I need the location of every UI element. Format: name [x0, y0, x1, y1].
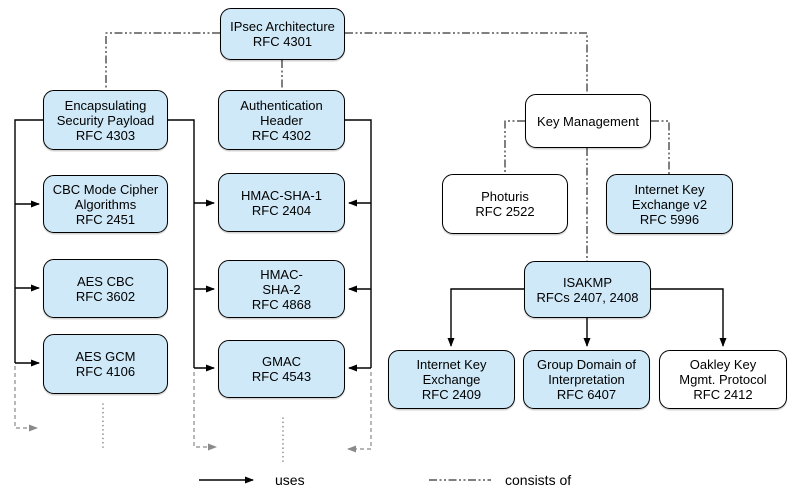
node-oakley-key-mgmt-protocol: Oakley Key Mgmt. Protocol RFC 2412: [659, 350, 787, 409]
node-aes-cbc-label: AES CBC RFC 3602: [75, 273, 136, 304]
legend-consists-of: consists of: [428, 472, 571, 488]
node-authentication-header-label: Authentication Header RFC 4302: [240, 97, 323, 143]
node-ipsec-architecture: IPsec Architecture RFC 4301: [220, 8, 345, 60]
ah-right-continuation-arrow: [347, 372, 372, 453]
uses-connectors: [14, 119, 727, 372]
edge-ipsec-to-esp: [105, 32, 220, 90]
node-isakmp-label: ISAKMP RFCs 2407, 2408: [536, 274, 639, 305]
node-hmac-sha-2-label: HMAC- SHA-2 RFC 4868: [251, 266, 312, 312]
node-group-domain-of-interpretation-label: Group Domain of Interpretation RFC 6407: [537, 357, 636, 402]
edge-key-management-to-photuris: [504, 120, 525, 174]
node-encapsulating-security-payload-label: Encapsulating Security Payload RFC 4303: [56, 97, 155, 143]
node-internet-key-exchange-label: Internet Key Exchange RFC 2409: [416, 357, 487, 402]
edge-key-management-to-ikev2: [651, 120, 670, 174]
node-aes-gcm: AES GCM RFC 4106: [43, 334, 168, 394]
esp-right-continuation-arrow: [193, 372, 217, 451]
node-hmac-sha-1: HMAC-SHA-1 RFC 2404: [218, 173, 345, 232]
ah-right-trunk: [345, 119, 372, 368]
uses-arrow-sample: [199, 476, 254, 484]
node-oakley-key-mgmt-protocol-label: Oakley Key Mgmt. Protocol RFC 2412: [679, 357, 767, 402]
esp-left-continuation-arrow: [14, 366, 38, 432]
node-aes-cbc: AES CBC RFC 3602: [43, 259, 168, 318]
node-hmac-sha-2: HMAC- SHA-2 RFC 4868: [218, 260, 345, 318]
node-photuris: Photuris RFC 2522: [442, 174, 568, 234]
node-key-management: Key Management: [525, 94, 651, 148]
node-hmac-sha-1-label: HMAC-SHA-1 RFC 2404: [241, 187, 322, 218]
esp-right-trunk: [168, 119, 195, 368]
edge-ipsec-to-key-management: [345, 32, 588, 94]
edge-isakmp-to-oakley: [651, 288, 727, 347]
node-authentication-header: Authentication Header RFC 4302: [218, 90, 345, 150]
consists-of-connectors: [105, 32, 670, 261]
node-group-domain-of-interpretation: Group Domain of Interpretation RFC 6407: [523, 350, 650, 409]
node-internet-key-exchange: Internet Key Exchange RFC 2409: [388, 350, 515, 409]
edge-isakmp-to-ike: [447, 288, 524, 347]
consists-of-line-sample: [429, 479, 491, 481]
legend-uses: uses: [198, 472, 305, 488]
node-ipsec-architecture-label: IPsec Architecture RFC 4301: [230, 19, 335, 49]
node-aes-gcm-label: AES GCM RFC 4106: [75, 349, 136, 379]
node-cbc-mode-cipher-algorithms: CBC Mode Cipher Algorithms RFC 2451: [43, 175, 168, 233]
esp-left-trunk: [14, 119, 43, 363]
continuation-connectors: [14, 366, 372, 466]
node-gmac-label: GMAC RFC 4543: [251, 354, 312, 384]
node-key-management-label: Key Management: [537, 113, 639, 129]
node-internet-key-exchange-v2-label: Internet Key Exchange v2 RFC 5996: [631, 181, 708, 227]
node-internet-key-exchange-v2: Internet Key Exchange v2 RFC 5996: [606, 174, 733, 234]
node-photuris-label: Photuris RFC 2522: [475, 189, 535, 219]
node-isakmp: ISAKMP RFCs 2407, 2408: [524, 261, 651, 318]
legend-uses-label: uses: [275, 472, 305, 488]
node-encapsulating-security-payload: Encapsulating Security Payload RFC 4303: [43, 90, 168, 150]
node-gmac: GMAC RFC 4543: [218, 340, 345, 398]
legend-consists-of-label: consists of: [505, 472, 572, 488]
node-cbc-mode-cipher-algorithms-label: CBC Mode Cipher Algorithms RFC 2451: [52, 181, 159, 227]
